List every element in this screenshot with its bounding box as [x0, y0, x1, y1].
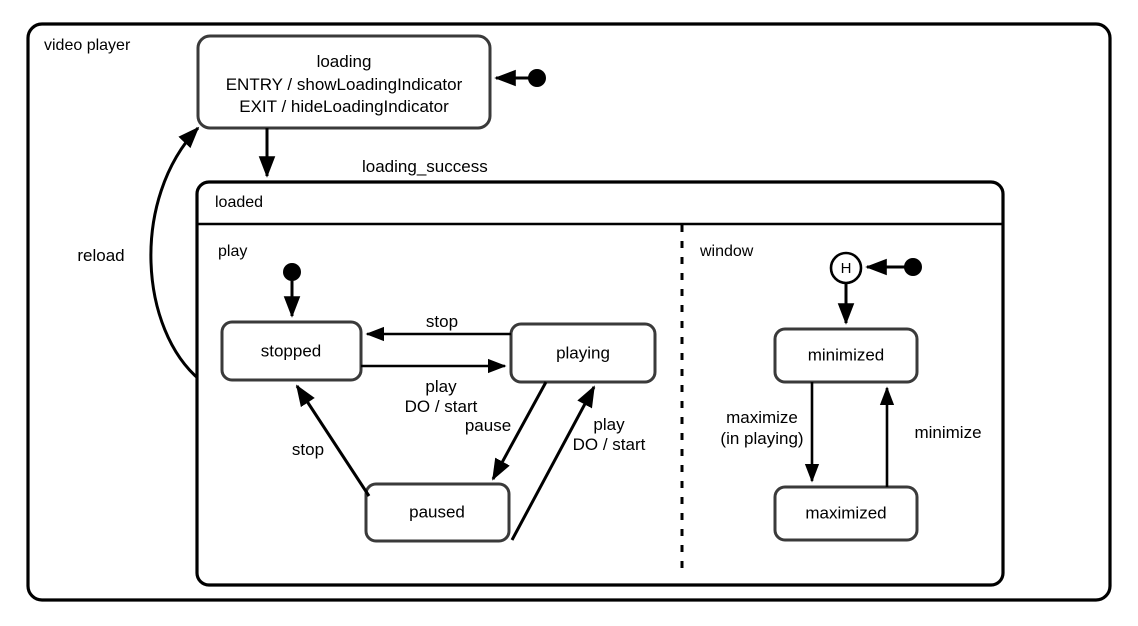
history-label: H — [841, 260, 852, 277]
edge-label-do-start-2: DO / start — [573, 435, 646, 454]
initial-pseudostate-root — [528, 69, 546, 87]
transition-loaded-to-loading — [149, 126, 201, 382]
state-maximized-name: maximized — [805, 503, 886, 522]
initial-pseudostate-play — [283, 263, 301, 281]
transition-paused-to-playing — [510, 385, 596, 541]
edge-label-play-2: play — [593, 415, 625, 434]
region-label-window: window — [699, 243, 754, 260]
transition-paused-to-stopped — [295, 384, 371, 497]
edge-label-play-1: play — [425, 377, 457, 396]
state-maximized[interactable] — [773, 485, 919, 542]
state-loading-name: loading — [317, 52, 372, 71]
state-paused[interactable] — [364, 482, 511, 543]
edge-label-reload: reload — [77, 246, 124, 265]
state-loading-entry: ENTRY / showLoadingIndicator — [226, 75, 463, 94]
state-minimized[interactable] — [773, 327, 919, 384]
edge-label-pause: pause — [465, 416, 511, 435]
region-label-play: play — [218, 243, 247, 260]
edge-label-stop-left: stop — [292, 440, 324, 459]
initial-pseudostate-window — [904, 258, 922, 276]
state-playing-name: playing — [556, 343, 610, 362]
state-playing[interactable] — [509, 322, 657, 384]
edge-label-maximize-guard: (in playing) — [720, 429, 803, 448]
edge-label-loading-success: loading_success — [362, 157, 488, 176]
state-stopped[interactable] — [220, 320, 363, 382]
state-loaded-name: loaded — [215, 194, 263, 211]
state-loading-exit: EXIT / hideLoadingIndicator — [239, 97, 449, 116]
edge-label-stop-top: stop — [426, 312, 458, 331]
state-loading[interactable] — [196, 34, 492, 130]
edge-label-maximize: maximize — [726, 408, 798, 427]
transition-playing-to-paused — [491, 381, 548, 481]
frame-label-video-player: video player — [44, 37, 131, 54]
state-stopped-name: stopped — [261, 341, 322, 360]
state-paused-name: paused — [409, 502, 465, 521]
state-minimized-name: minimized — [808, 345, 885, 364]
edge-label-minimize: minimize — [914, 423, 981, 442]
edge-label-do-start-1: DO / start — [405, 397, 478, 416]
